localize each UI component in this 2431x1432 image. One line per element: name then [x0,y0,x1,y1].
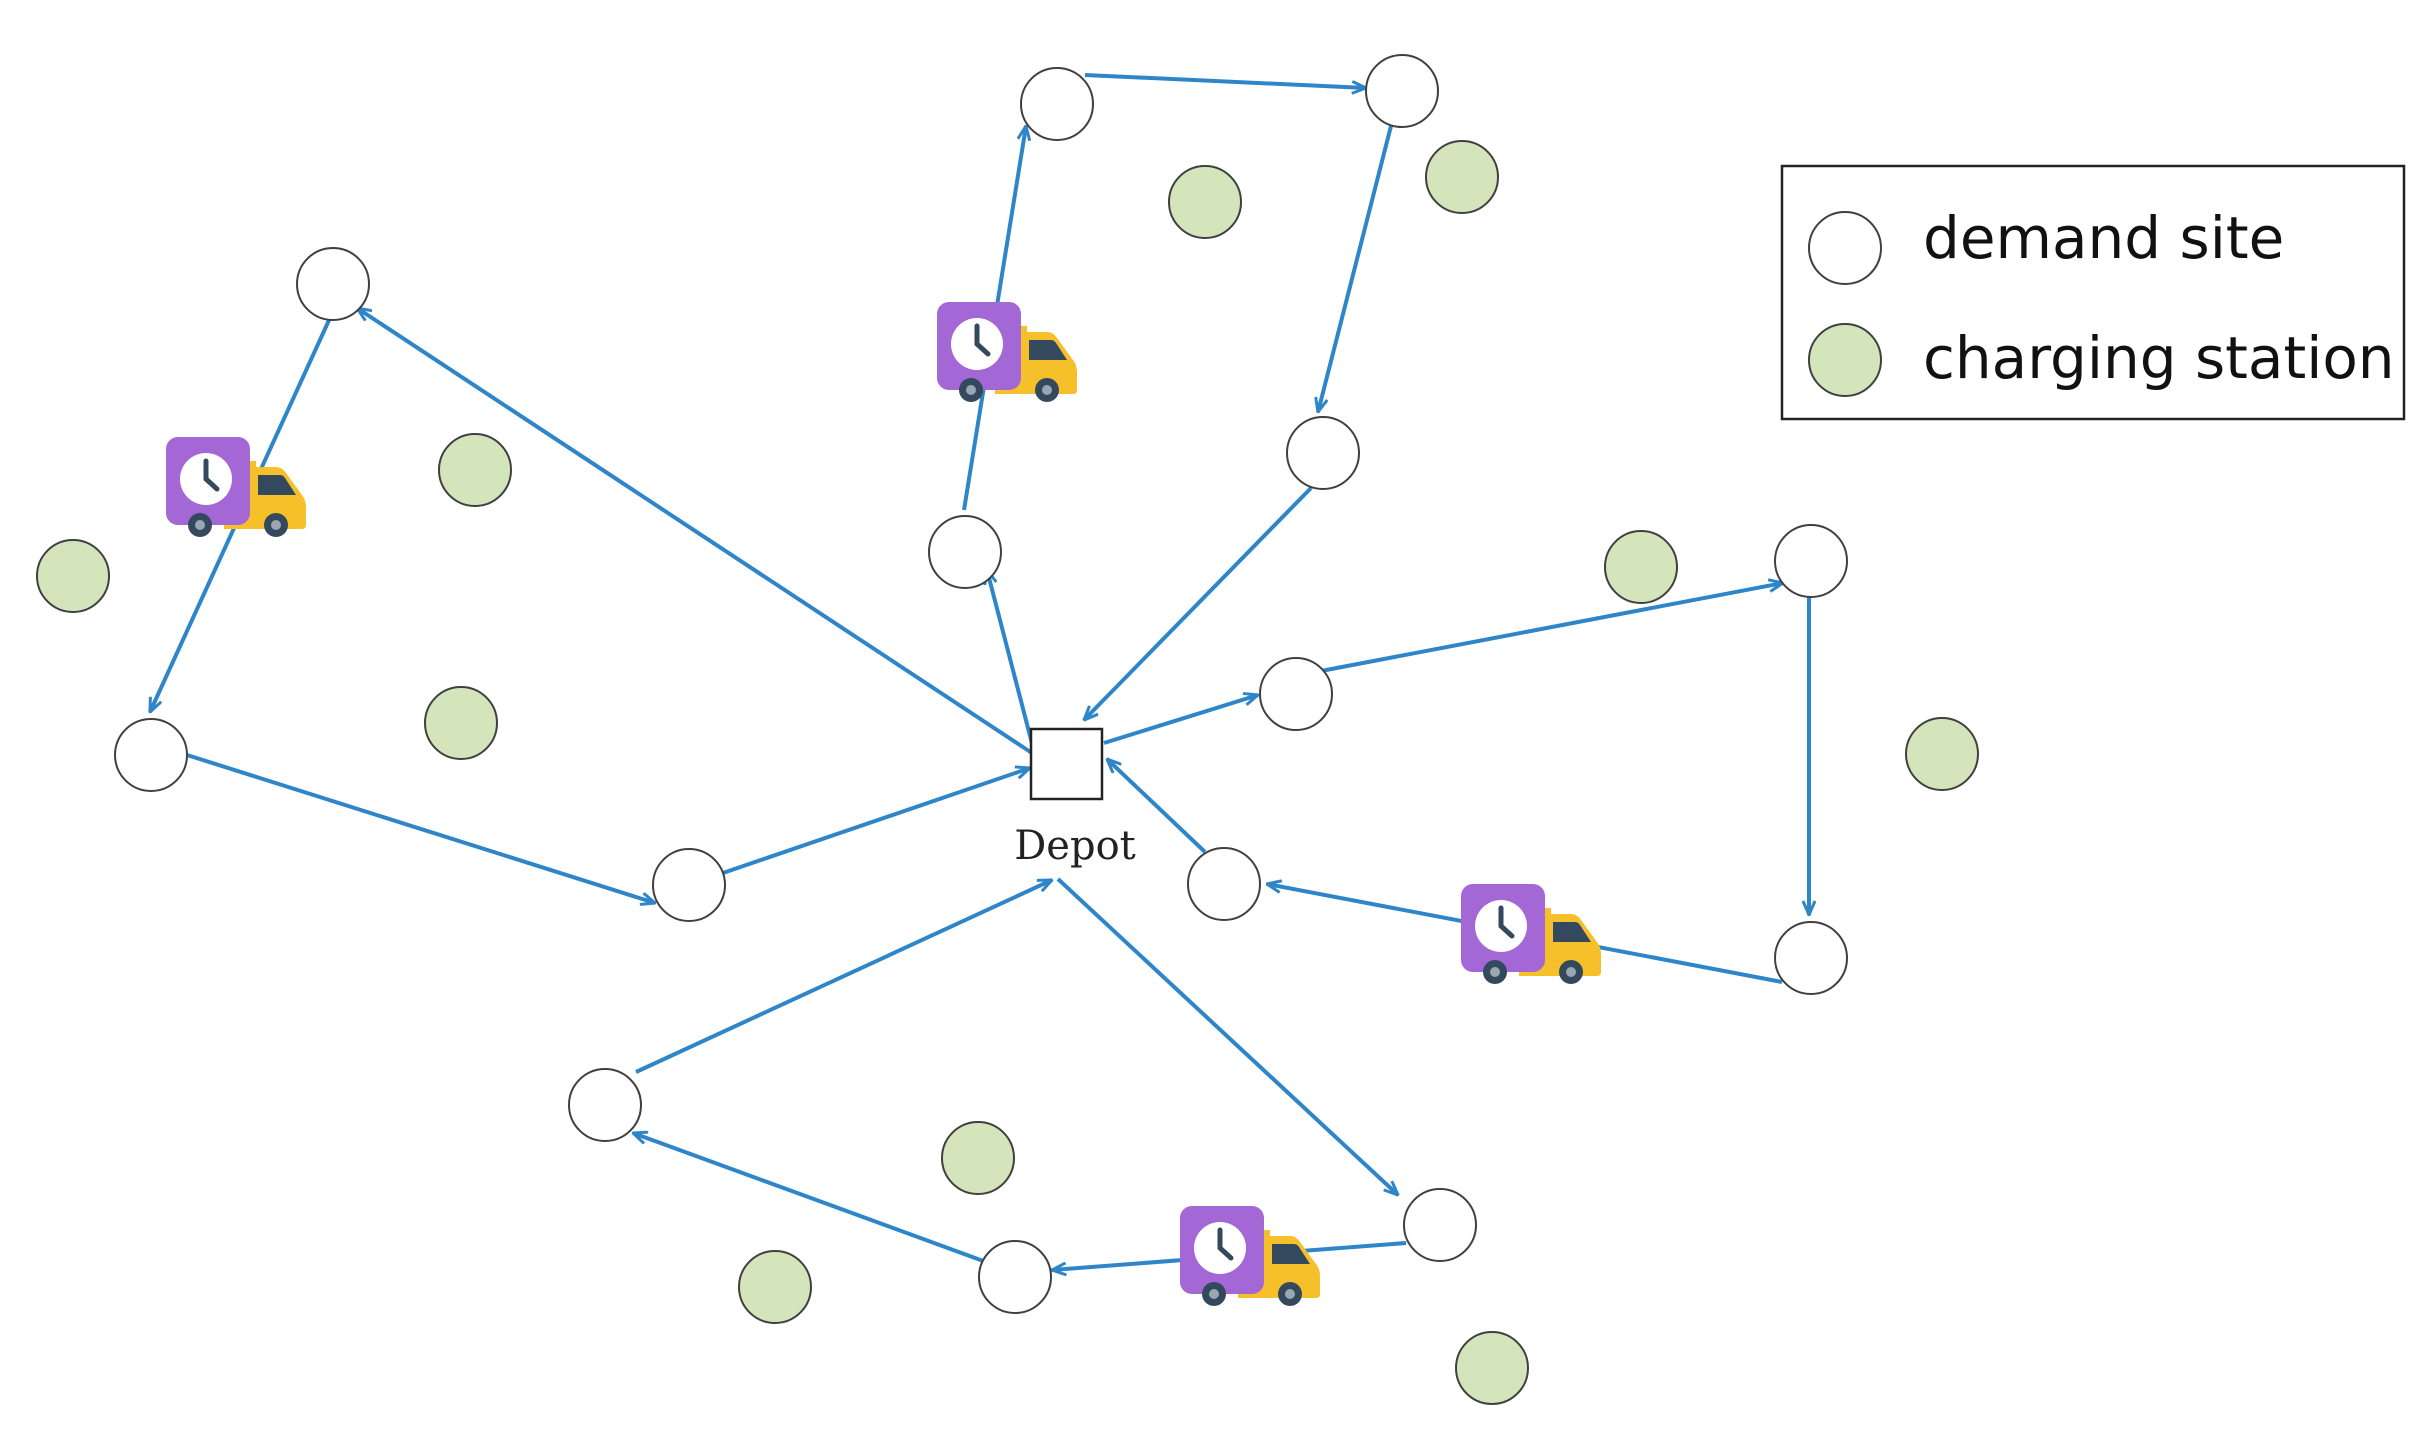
route-edge [987,570,1037,756]
route-edge [1084,73,1366,88]
route-edge [186,753,655,903]
legend-box [1780,164,2406,421]
route-edge [1084,486,1313,720]
route-edge [1318,125,1393,412]
demand-site [652,848,726,922]
charging-station [424,686,498,760]
charging-station [36,539,110,613]
route-edge [357,308,1037,757]
charging-station [1455,1331,1529,1405]
charging-station [1604,530,1678,604]
legend-demand-site-marker [1808,211,1882,285]
route-edge [635,878,1052,1074]
depot-label: Depot [1014,823,1136,869]
demand-sites [114,54,1848,1314]
delivery-truck-icon [1180,1206,1320,1306]
delivery-truck-icon [166,437,306,537]
delivery-truck-icon [1461,884,1601,984]
legend-label-charging-station: charging station [1923,324,2395,392]
demand-site [1259,657,1333,731]
demand-site [1774,921,1848,995]
vehicles [166,302,1601,1306]
route-edges [148,73,1809,1270]
demand-site [1286,416,1360,490]
route-edge [719,768,1030,876]
demand-site [1365,54,1439,128]
demand-site [114,718,188,792]
depot: Depot [1014,727,1136,869]
charging-station [1905,717,1979,791]
demand-site [1403,1188,1477,1262]
demand-site [296,247,370,321]
legend: demand site charging station [1780,164,2406,421]
demand-site [978,1240,1052,1314]
demand-site [928,515,1002,589]
demand-site [1187,847,1261,921]
legend-label-demand-site: demand site [1923,204,2284,272]
charging-station [738,1250,812,1324]
depot-square [1029,727,1104,801]
charging-station [941,1121,1015,1195]
demand-site [1020,67,1094,141]
legend-charging-station-marker [1808,323,1882,397]
charging-station [1168,165,1242,239]
route-edge [1320,583,1783,673]
route-edge [1103,695,1258,745]
charging-station [1425,140,1499,214]
charging-station [438,433,512,507]
demand-site [1774,524,1848,598]
route-edge [1056,877,1398,1195]
demand-site [568,1068,642,1142]
route-edge [633,1133,987,1264]
charging-stations [36,140,1979,1405]
route-edge [1107,759,1207,854]
delivery-truck-icon [937,302,1077,402]
